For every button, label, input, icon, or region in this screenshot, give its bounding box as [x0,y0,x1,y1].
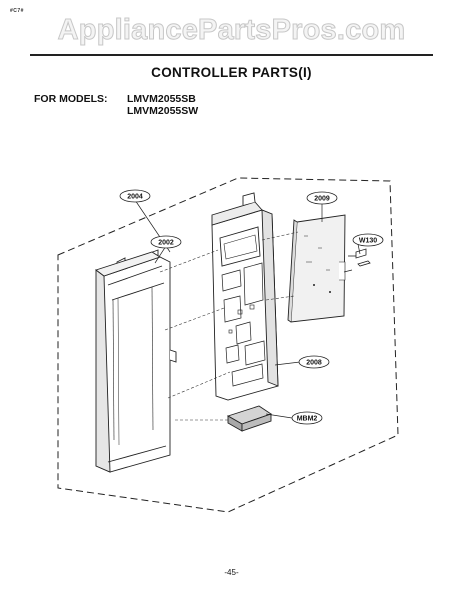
callout-2002-label: 2002 [158,240,174,247]
callout-w130-label: W130 [359,238,377,245]
part-2002-front-panel [95,249,177,473]
callout-2008-label: 2008 [306,360,322,367]
callout-2004-label: 2004 [127,194,143,201]
alignment-lines [159,231,299,421]
callout-mbm2: MBM2 [291,411,323,425]
part-2009-pcb [287,214,346,323]
callout-2004: 2004 [119,189,151,203]
model-number-1: LMVM2055SB [127,93,196,105]
callout-leaders [134,199,361,419]
callout-2002: 2002 [150,235,182,249]
callout-mbm2-label: MBM2 [297,416,318,423]
part-mbm2-bracket [226,405,273,432]
callout-2009: 2009 [306,191,338,205]
assembly-boundary [57,177,399,513]
watermark-logo: AppliancePartsPros.com [57,14,406,47]
corner-mark: #C7# [10,8,24,14]
callout-w130: W130 [352,233,384,247]
part-w130-screws [343,248,371,273]
callout-2008: 2008 [298,355,330,369]
part-2004-frame [211,192,279,401]
page-number: -45- [224,568,239,577]
models-label: FOR MODELS: [34,93,108,105]
callout-2009-label: 2009 [314,196,330,203]
page-title: CONTROLLER PARTS(I) [151,65,312,80]
header-rule [30,54,433,56]
model-number-2: LMVM2055SW [127,105,199,117]
